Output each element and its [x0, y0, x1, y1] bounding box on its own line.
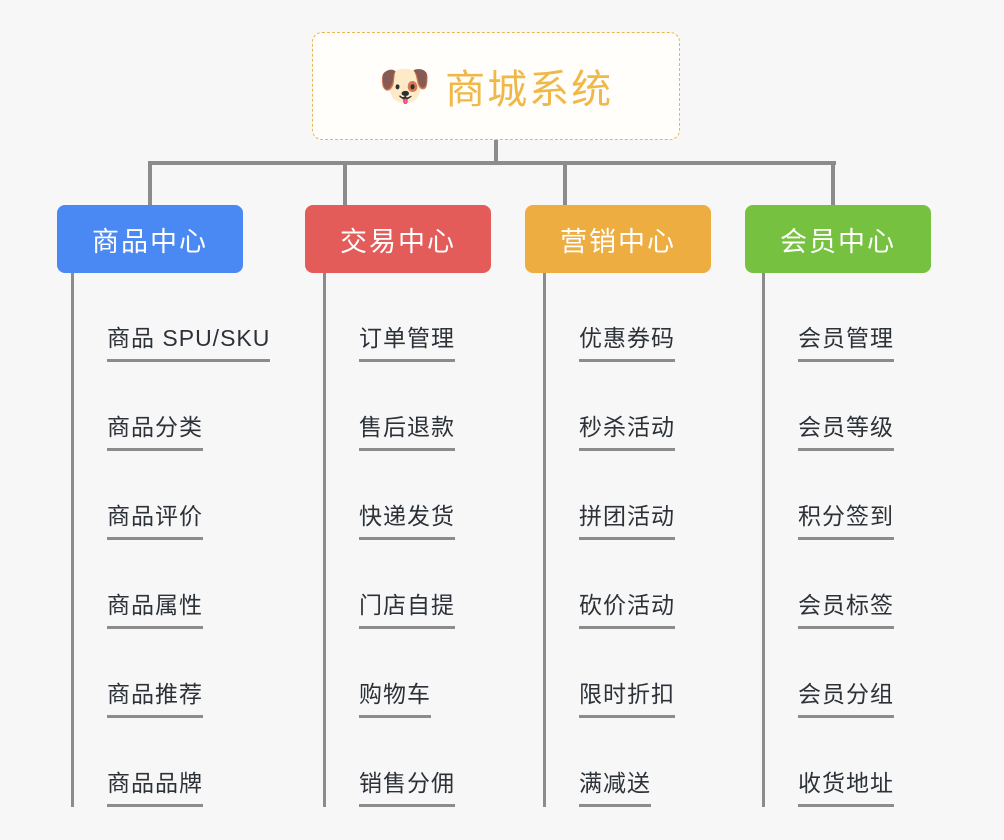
leaf-item-label: 商品分类	[107, 408, 203, 451]
leaf-item[interactable]: 订单管理	[323, 273, 455, 362]
leaf-item-label: 会员标签	[798, 586, 894, 629]
leaf-item-label: 购物车	[359, 675, 431, 718]
root-node[interactable]: 🐶 商城系统	[312, 32, 680, 140]
leaf-item-label: 优惠券码	[579, 319, 675, 362]
leaf-column-member-center: 会员管理会员等级积分签到会员标签会员分组收货地址	[762, 273, 894, 807]
leaf-item-label: 秒杀活动	[579, 408, 675, 451]
leaf-item-label: 商品推荐	[107, 675, 203, 718]
leaf-item-label: 商品属性	[107, 586, 203, 629]
leaf-item[interactable]: 优惠券码	[543, 273, 675, 362]
leaf-item[interactable]: 积分签到	[762, 451, 894, 540]
leaf-item[interactable]: 收货地址	[762, 718, 894, 807]
leaf-item[interactable]: 购物车	[323, 629, 455, 718]
leaf-item-label: 积分签到	[798, 497, 894, 540]
leaf-spine	[323, 273, 326, 807]
leaf-item[interactable]: 会员标签	[762, 540, 894, 629]
leaf-item[interactable]: 限时折扣	[543, 629, 675, 718]
leaf-item[interactable]: 商品评价	[71, 451, 270, 540]
leaf-column-product-center: 商品 SPU/SKU 商品分类商品评价商品属性商品推荐商品品牌	[71, 273, 271, 807]
leaf-spine	[543, 273, 546, 807]
category-box-product-center[interactable]: 商品中心	[57, 205, 243, 273]
category-label: 营销中心	[560, 226, 676, 257]
leaf-item-label: 满减送	[579, 764, 651, 807]
leaf-spine	[762, 273, 765, 807]
leaf-item-label: 限时折扣	[579, 675, 675, 718]
leaf-item[interactable]: 会员管理	[762, 273, 894, 362]
leaf-item-label: 订单管理	[359, 319, 455, 362]
leaf-item[interactable]: 会员等级	[762, 362, 894, 451]
leaf-item[interactable]: 商品分类	[71, 362, 270, 451]
leaf-item[interactable]: 门店自提	[323, 540, 455, 629]
leaf-item[interactable]: 商品 SPU/SKU	[71, 273, 271, 362]
leaf-item-label: 会员分组	[798, 675, 894, 718]
leaf-item-label: 商品品牌	[107, 764, 203, 807]
leaf-column-trade-center: 订单管理售后退款快递发货门店自提购物车销售分佣	[323, 273, 455, 807]
branch-connector-product-center	[148, 161, 152, 207]
leaf-item-label: 快递发货	[359, 497, 455, 540]
leaf-item[interactable]: 售后退款	[323, 362, 455, 451]
leaf-item[interactable]: 商品推荐	[71, 629, 270, 718]
leaf-item-label: 门店自提	[359, 586, 455, 629]
root-connector-bus	[150, 161, 836, 165]
leaf-item[interactable]: 快递发货	[323, 451, 455, 540]
leaf-item[interactable]: 商品品牌	[71, 718, 270, 807]
leaf-item-label: 销售分佣	[359, 764, 455, 807]
leaf-item-label: 商品 SPU/SKU	[107, 319, 271, 362]
category-box-marketing-center[interactable]: 营销中心	[525, 205, 711, 273]
leaf-column-marketing-center: 优惠券码秒杀活动拼团活动砍价活动限时折扣满减送	[543, 273, 675, 807]
branch-connector-member-center	[831, 161, 835, 207]
category-box-trade-center[interactable]: 交易中心	[305, 205, 491, 273]
leaf-item[interactable]: 销售分佣	[323, 718, 455, 807]
category-box-member-center[interactable]: 会员中心	[745, 205, 931, 273]
leaf-item-label: 售后退款	[359, 408, 455, 451]
leaf-item[interactable]: 会员分组	[762, 629, 894, 718]
root-title: 商城系统	[445, 68, 614, 112]
leaf-item-label: 会员等级	[798, 408, 894, 451]
category-label: 交易中心	[340, 226, 456, 257]
branch-connector-trade-center	[343, 161, 347, 207]
leaf-item-label: 会员管理	[798, 319, 894, 362]
leaf-item-label: 商品评价	[107, 497, 203, 540]
root-connector-stem	[494, 140, 498, 163]
leaf-spine	[71, 273, 74, 807]
leaf-item[interactable]: 商品属性	[71, 540, 270, 629]
leaf-item[interactable]: 满减送	[543, 718, 675, 807]
leaf-item[interactable]: 砍价活动	[543, 540, 675, 629]
leaf-item[interactable]: 拼团活动	[543, 451, 675, 540]
branch-connector-marketing-center	[563, 161, 567, 207]
leaf-item-label: 收货地址	[798, 764, 894, 807]
leaf-item-label: 拼团活动	[579, 497, 675, 540]
dog-face-icon: 🐶	[378, 62, 432, 109]
category-label: 商品中心	[92, 226, 208, 257]
category-label: 会员中心	[780, 226, 896, 257]
leaf-item-label: 砍价活动	[579, 586, 675, 629]
leaf-item[interactable]: 秒杀活动	[543, 362, 675, 451]
